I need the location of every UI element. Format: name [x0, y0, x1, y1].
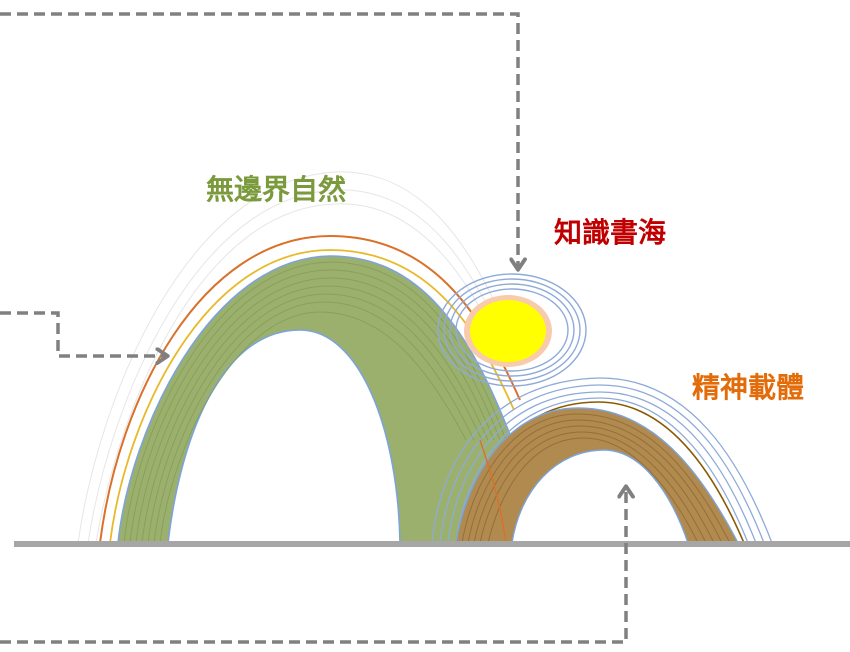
knowledge-sun: [437, 273, 587, 387]
spirit-blue-arcs: [431, 377, 773, 543]
arrow-to-nature: [0, 311, 166, 356]
arrow-to-spirit: [0, 488, 626, 644]
nature-overlap-arc: [479, 439, 507, 543]
nature-hill: [99, 234, 521, 543]
dashed-arrows: [0, 12, 626, 644]
nature-faint-arcs: [77, 171, 521, 543]
nature-orange-arc: [99, 234, 521, 543]
spirit-hill-band: [455, 407, 739, 543]
spirit-hill: [431, 377, 773, 543]
arrow-to-knowledge: [0, 12, 518, 268]
label-spirit: 精神載體: [692, 371, 805, 404]
sun-core: [470, 300, 546, 362]
label-nature: 無邊界自然: [206, 173, 347, 206]
label-knowledge: 知識書海: [554, 216, 667, 249]
spirit-hill-contours: [461, 413, 731, 543]
nature-hill-contours: [123, 261, 507, 543]
sun-rings: [437, 273, 587, 387]
